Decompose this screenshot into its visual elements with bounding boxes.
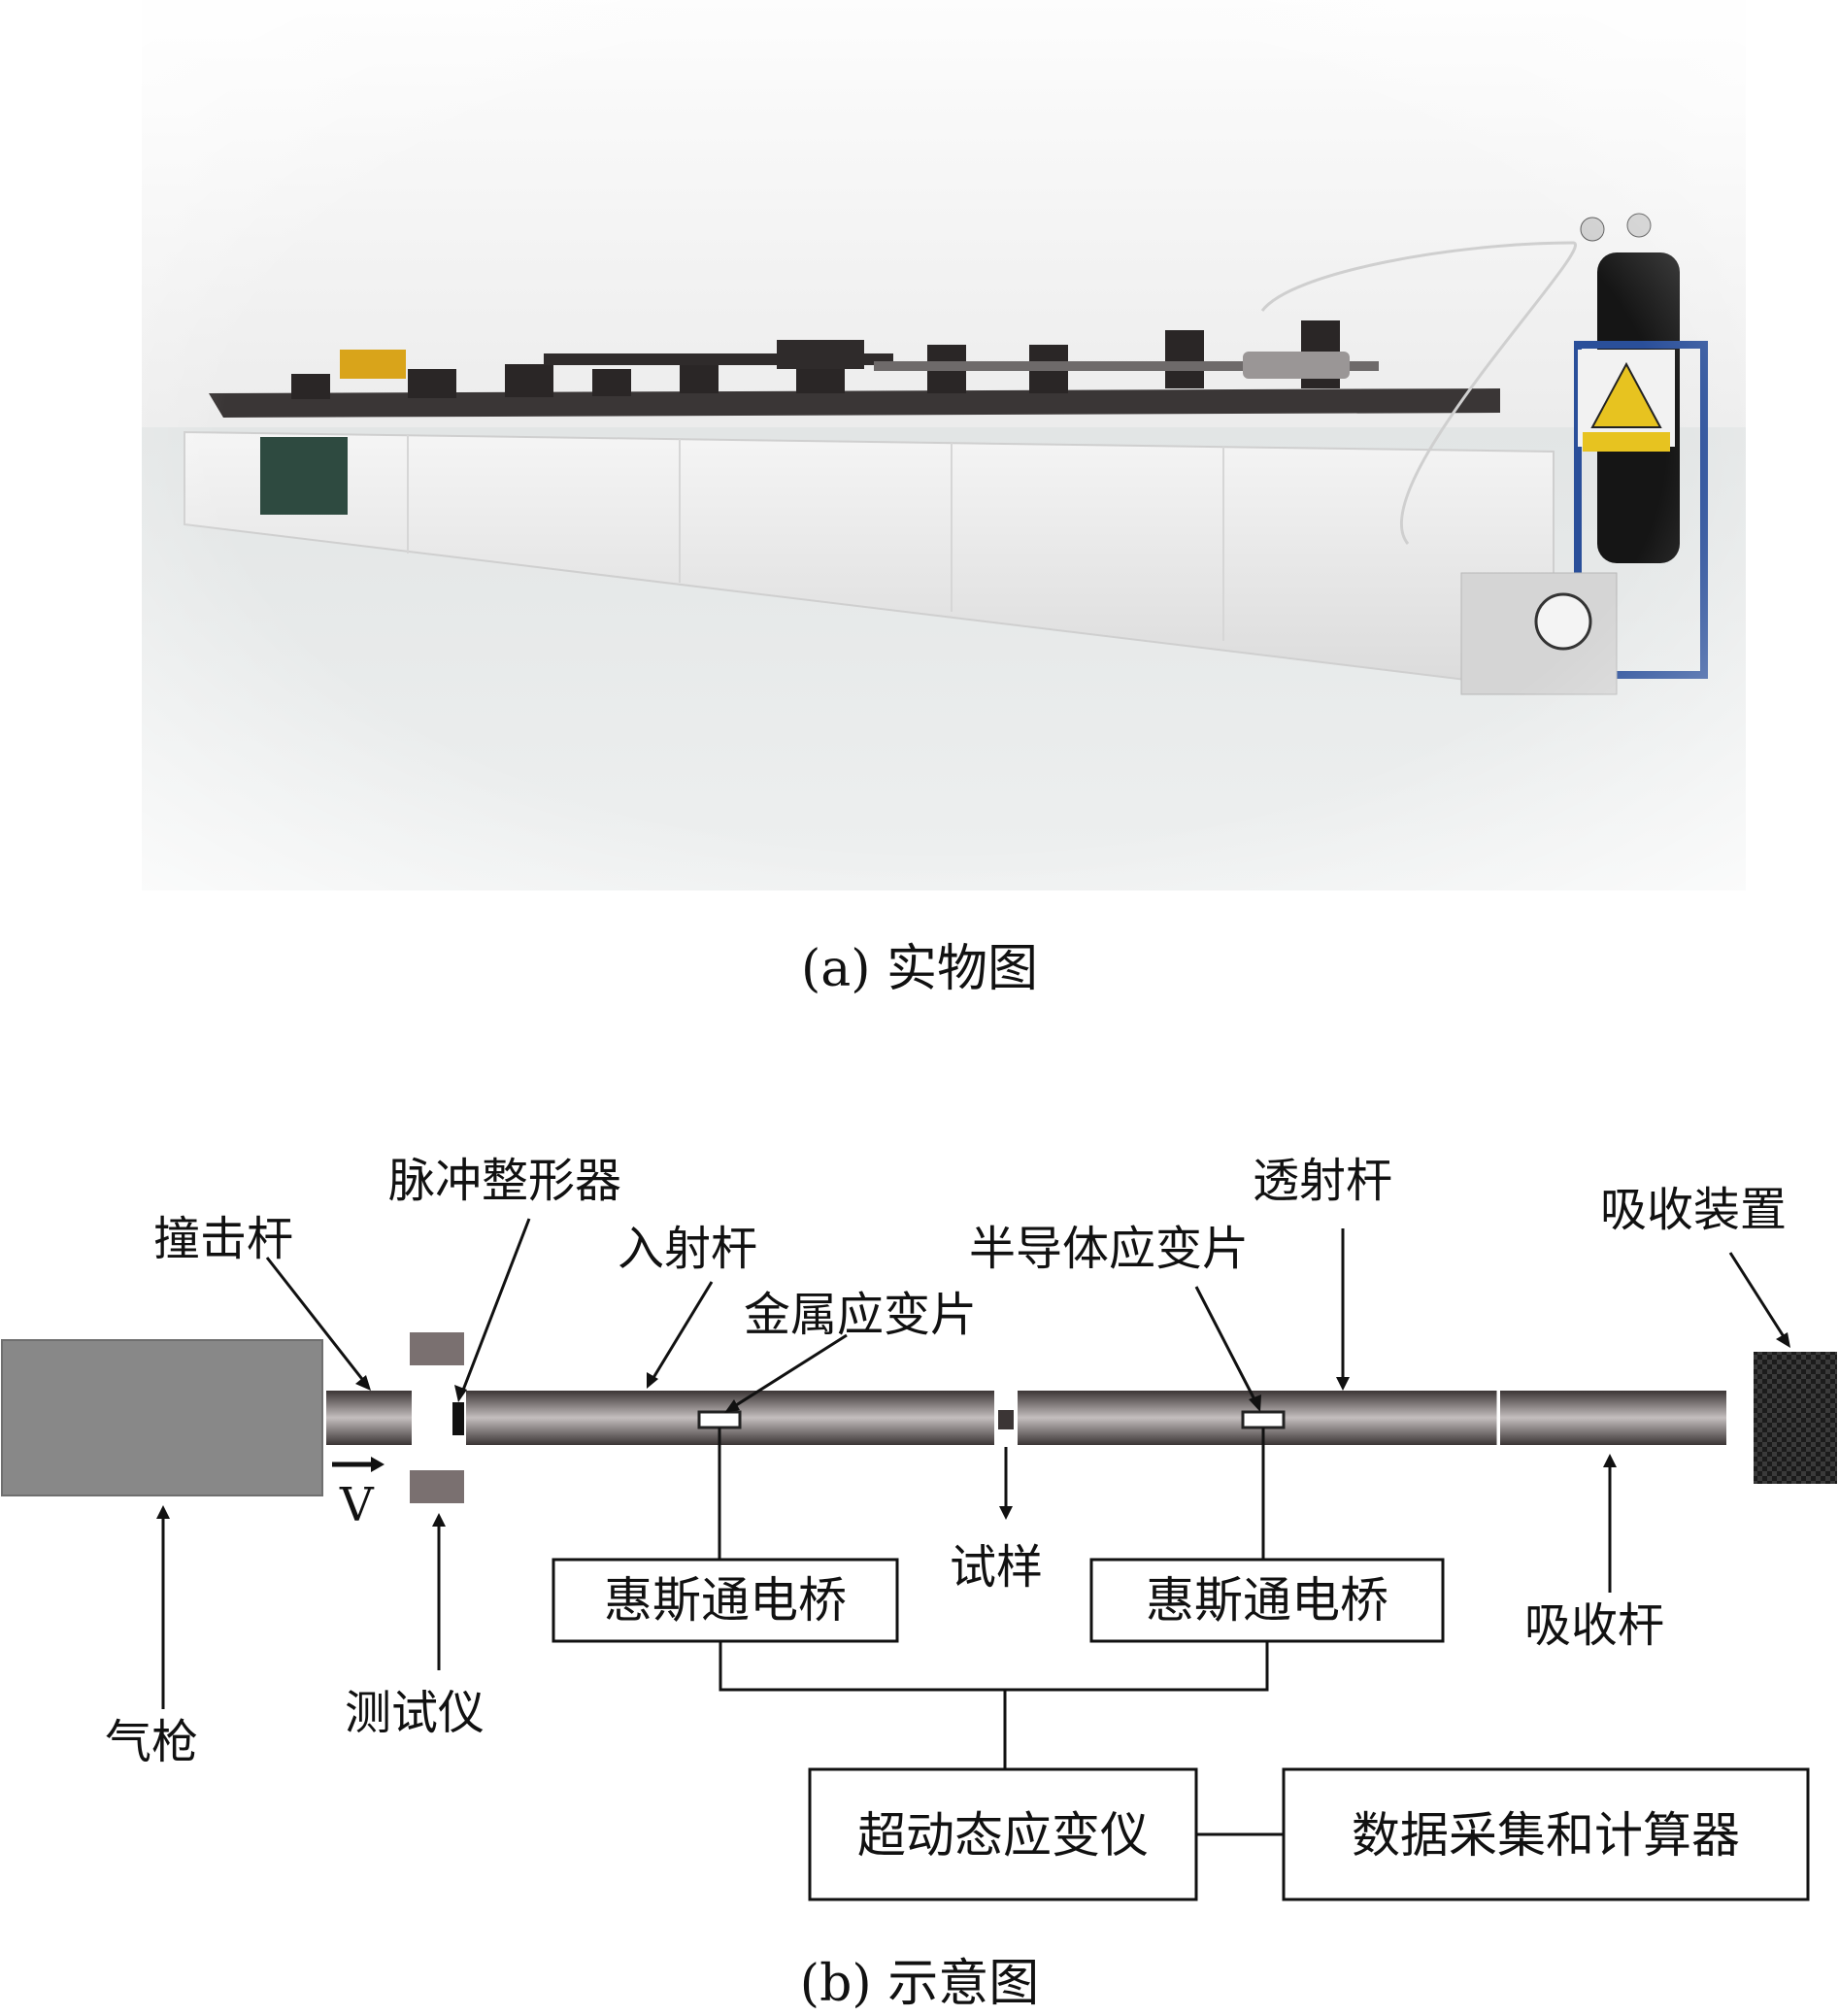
bridge-left-label: 惠斯通电桥 [604, 1572, 847, 1629]
label-absorber: 吸收装置 [1600, 1183, 1787, 1237]
label-velocity: V [339, 1478, 375, 1532]
label-specimen: 试样 [950, 1540, 1043, 1595]
velocity-arrow [332, 1457, 385, 1472]
daq-box [1282, 1767, 1810, 1901]
label-semiconductor-gauge: 半导体应变片 [969, 1222, 1249, 1276]
photo-caption: (a) 实物图 [801, 940, 1038, 998]
bridge-left-box [552, 1558, 899, 1643]
label-tester: 测试仪 [345, 1686, 485, 1740]
striker-bar [326, 1391, 412, 1445]
pulse-shaper [452, 1402, 464, 1435]
specimen [998, 1410, 1014, 1429]
metal-strain-gauge [697, 1410, 742, 1429]
amplifier-label: 超动态应变仪 [857, 1807, 1149, 1864]
label-incident-bar: 入射杆 [618, 1222, 757, 1276]
schematic-panel [1, 1218, 1837, 1901]
gas-gun [1, 1339, 323, 1496]
amplifier-box [808, 1767, 1198, 1901]
absorber-device [1754, 1352, 1837, 1484]
photo-vignette [142, 0, 1746, 890]
label-gas-gun: 气枪 [105, 1715, 198, 1769]
velocity-tester-top [410, 1332, 464, 1365]
wiring [718, 1428, 1284, 1836]
daq-label: 数据采集和计算器 [1352, 1807, 1740, 1864]
schematic-caption: (b) 示意图 [800, 1955, 1039, 2013]
label-metal-gauge: 金属应变片 [744, 1288, 977, 1342]
semiconductor-strain-gauge [1241, 1410, 1286, 1429]
bridge-right-box [1089, 1558, 1445, 1643]
label-pulse-shaper: 脉冲整形器 [388, 1154, 621, 1208]
velocity-tester-bottom [410, 1470, 464, 1503]
photo-panel [142, 0, 1746, 890]
label-absorption-bar: 吸收杆 [1524, 1598, 1664, 1653]
label-striker-bar: 撞击杆 [153, 1212, 293, 1266]
leader-arrows [156, 1218, 1790, 1709]
absorption-bar [1500, 1391, 1726, 1445]
label-transmission-bar: 透射杆 [1253, 1154, 1392, 1208]
bridge-right-label: 惠斯通电桥 [1146, 1572, 1388, 1629]
